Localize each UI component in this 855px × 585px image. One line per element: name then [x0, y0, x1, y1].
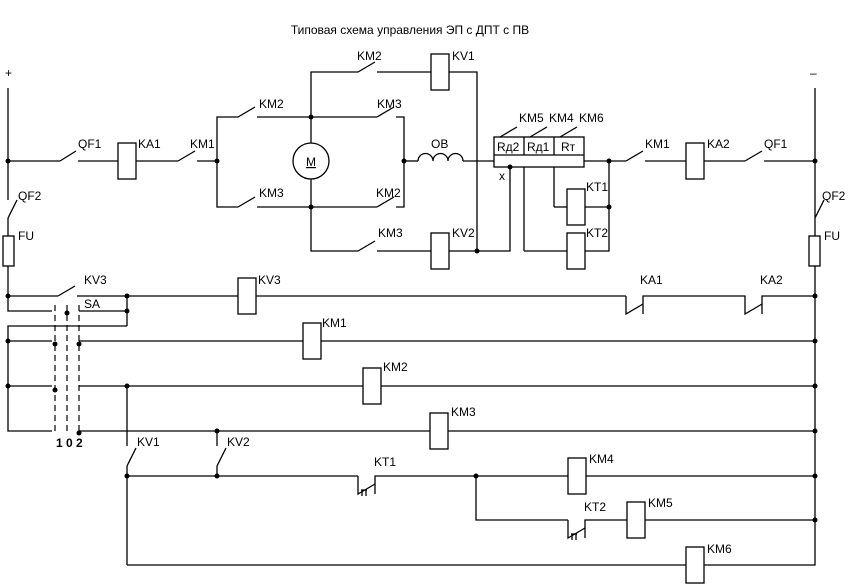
km6-label: KM6 [579, 111, 604, 125]
fu-right [808, 235, 821, 267]
power-right-line [609, 142, 818, 180]
ka2-coil [685, 142, 705, 180]
ob-label: OB [431, 137, 448, 151]
km4-coil-label: KM4 [589, 452, 614, 466]
kv1-coil [430, 53, 450, 91]
right-protection [808, 199, 825, 520]
x-label: x [499, 169, 505, 183]
row-kv3 [5, 277, 818, 432]
rd1-label: Rд1 [527, 140, 550, 154]
km5-coil-label: KM5 [648, 496, 673, 510]
kt1-contact-label: KT1 [374, 455, 396, 469]
ka1-label: KA1 [138, 137, 161, 151]
km1-left-label: KM1 [190, 137, 215, 151]
kv2-coil [430, 232, 450, 270]
diagram-title: Типовая схема управления ЭП с ДПТ с ПВ [291, 23, 529, 37]
km1-coil-label: KM1 [322, 316, 347, 330]
resistor-block [493, 126, 612, 270]
km1-right-label: KM1 [645, 137, 670, 151]
km1-coil [302, 322, 322, 360]
row-km3 [79, 412, 818, 450]
qf2-left-label: QF2 [18, 189, 42, 203]
field-winding [404, 152, 494, 162]
ka1-contact-label: KA1 [640, 273, 663, 287]
motor: M [292, 142, 330, 180]
km3-coil-label: KM3 [451, 405, 476, 419]
kt1-label: KT1 [586, 180, 608, 194]
motor-label: M [306, 155, 316, 169]
sa-switch [52, 305, 82, 436]
km3-bridge-bottom-label: KM3 [259, 186, 284, 200]
qf2-right-label: QF2 [822, 189, 846, 203]
kv2-label: KV2 [452, 226, 475, 240]
km3-bridge-top-label: KM3 [377, 97, 402, 111]
kt2-label: KT2 [586, 226, 608, 240]
kv3-contact-label: KV3 [84, 273, 107, 287]
qf1-right-label: QF1 [764, 137, 788, 151]
fu-left [2, 235, 15, 267]
km2-top-label: KM2 [357, 49, 382, 63]
km2-bridge-bottom-label: KM2 [376, 186, 401, 200]
minus-label: – [810, 66, 817, 80]
power-main-line [5, 142, 220, 180]
kv1-label: KV1 [452, 49, 475, 63]
ka2-contact-label: KA2 [760, 273, 783, 287]
kt2-contact-label: KT2 [584, 500, 606, 514]
reversing-bridge [216, 53, 511, 270]
km3-coil [429, 412, 449, 450]
km4-label: KM4 [549, 111, 574, 125]
kt1-coil [566, 188, 586, 226]
km2-coil-label: KM2 [383, 360, 408, 374]
km3-bottom-label: KM3 [378, 226, 403, 240]
fu-left-label: FU [18, 229, 34, 243]
rd2-label: Rд2 [497, 140, 520, 154]
km6-coil [685, 546, 705, 584]
sa-positions-label: 1 0 2 [56, 436, 83, 450]
fu-right-label: FU [824, 229, 840, 243]
ka2-label: KA2 [707, 137, 730, 151]
row-km1 [5, 322, 818, 360]
kv3-coil [237, 277, 257, 315]
rt-label: Rт [561, 140, 576, 154]
qf1-left-label: QF1 [78, 137, 102, 151]
acceleration-circuit [124, 386, 818, 584]
left-protection [2, 199, 18, 296]
sa-label: SA [84, 297, 100, 311]
km6-coil-label: KM6 [707, 542, 732, 556]
kt2-coil [566, 232, 586, 270]
row-km2 [5, 367, 818, 405]
km2-coil [362, 367, 382, 405]
km5-coil [626, 501, 646, 539]
kv1-contact-label: KV1 [137, 435, 160, 449]
km5-label: KM5 [519, 111, 544, 125]
ka1-coil [117, 142, 137, 180]
kv2-contact-label: KV2 [227, 435, 250, 449]
km2-bridge-top-label: KM2 [259, 97, 284, 111]
plus-label: + [5, 66, 12, 80]
km4-coil [567, 457, 587, 495]
kv3-coil-label: KV3 [258, 273, 281, 287]
